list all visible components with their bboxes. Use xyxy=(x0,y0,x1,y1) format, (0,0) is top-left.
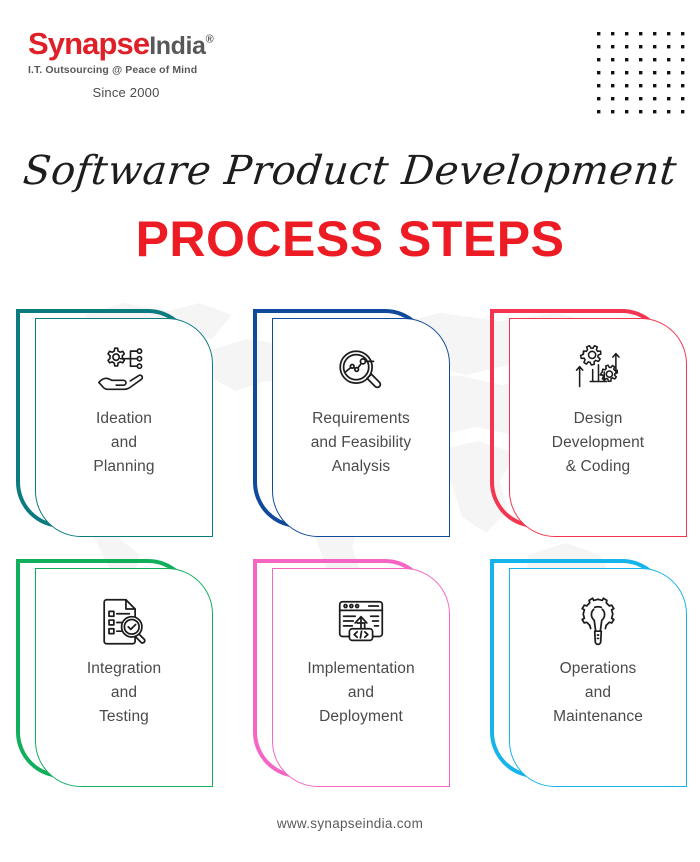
logo-wordmark: SynapseIndia® xyxy=(28,28,224,59)
gear-wrench-icon xyxy=(569,595,627,649)
dot-grid-icon xyxy=(597,32,685,114)
page-title-script: Software Product Development xyxy=(20,148,680,194)
browser-code-upload-icon xyxy=(332,595,390,649)
page-title-main: PROCESS STEPS xyxy=(135,211,565,267)
logo-secondary-text: India xyxy=(149,32,206,60)
hand-holding-gear-network-icon xyxy=(95,345,153,399)
brand-tagline: I.T. Outsourcing @ Peace of Mind xyxy=(28,64,198,76)
magnifier-line-chart-icon xyxy=(332,345,390,399)
brand-since: Since 2000 xyxy=(92,85,160,100)
footer-website[interactable]: www.synapseindia.com xyxy=(276,816,424,831)
registered-trademark-icon: ® xyxy=(205,33,214,46)
brand-logo: SynapseIndia® I.T. Outsourcing @ Peace o… xyxy=(28,28,224,100)
logo-primary-text: Synapse xyxy=(28,26,150,61)
gears-growth-arrows-icon xyxy=(569,345,627,399)
document-checkmark-magnifier-icon xyxy=(95,595,153,649)
